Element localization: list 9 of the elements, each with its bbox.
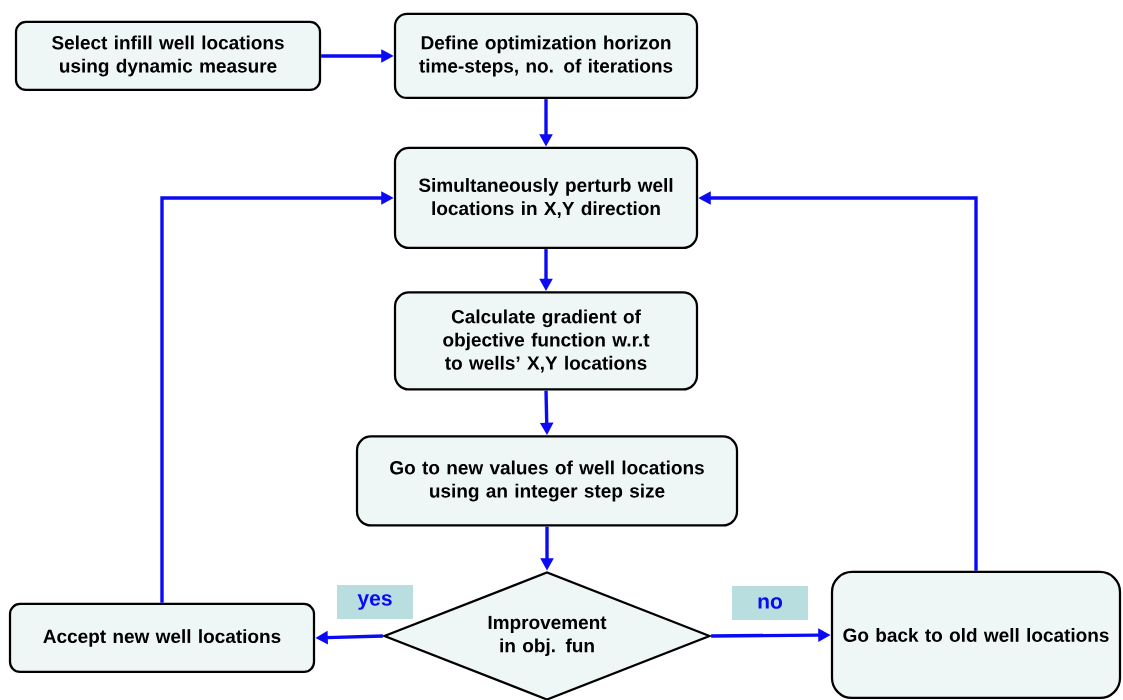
process-box: Accept new well locations xyxy=(8,602,316,674)
edge-label: yes xyxy=(337,585,413,619)
process-box: Select infill well locations using dynamic measure xyxy=(14,20,322,92)
process-box: Go to new values of well locations using an integer step size xyxy=(355,435,739,527)
process-box: Go back to old well locations xyxy=(830,570,1122,700)
process-box: Define optimization horizon time-steps, no. of iterations xyxy=(393,12,699,100)
process-box: Simultaneously perturb well locations in X,Y direction xyxy=(393,146,699,250)
edge-label: no xyxy=(732,586,808,620)
process-box: Calculate gradient of objective function w.r.t to wells’ X,Y locations xyxy=(393,291,699,391)
